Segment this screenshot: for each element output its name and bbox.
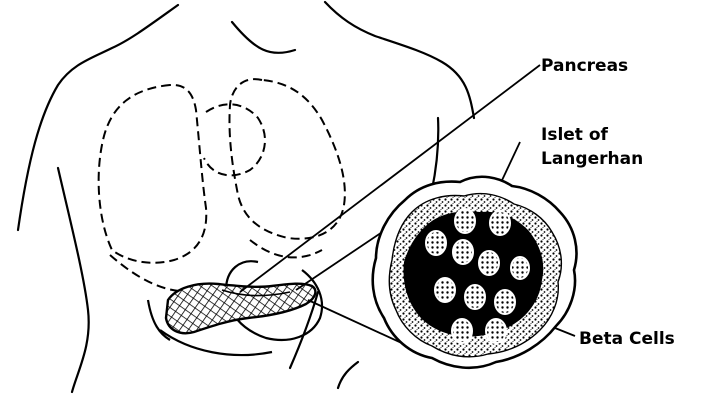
- beta-cell: [511, 257, 529, 279]
- beta-cell: [455, 209, 475, 233]
- beta-cell: [465, 285, 485, 309]
- label-beta-cells: Beta Cells: [579, 329, 675, 349]
- beta-cell: [486, 319, 506, 343]
- beta-cell: [452, 319, 472, 343]
- label-islet-line2: Langerhan: [541, 149, 643, 169]
- beta-cell: [490, 211, 510, 235]
- beta-cell: [426, 231, 446, 255]
- beta-cell: [495, 290, 515, 314]
- islet-magnified: [373, 177, 577, 368]
- lungs-outline: [99, 79, 345, 291]
- beta-cell: [435, 278, 455, 302]
- beta-cell: [479, 251, 499, 275]
- label-pancreas: Pancreas: [541, 56, 628, 76]
- label-islet-line1: Islet of: [541, 125, 608, 145]
- beta-cell: [453, 240, 473, 264]
